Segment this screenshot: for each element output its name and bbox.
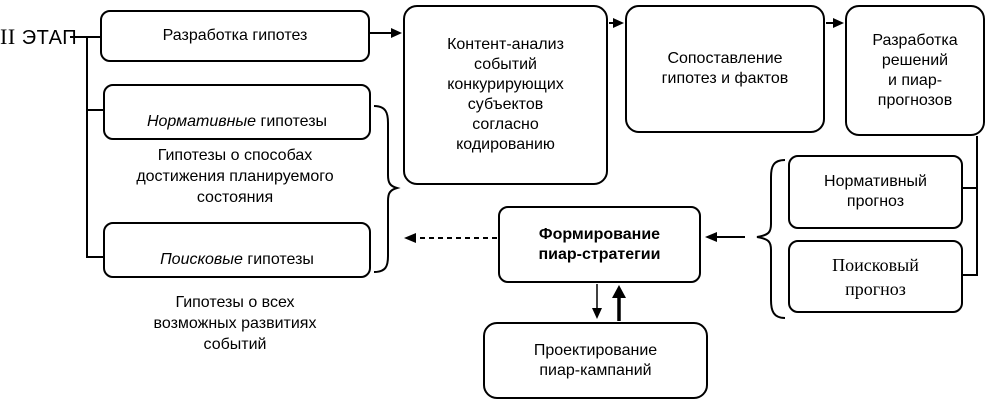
box-pr-strategy-formation-label: Формирование пиар-стратегии: [538, 225, 661, 263]
box-solutions-pr-forecasts-label: Разработка решений и пиар- прогнозов: [872, 31, 958, 109]
box-search-forecast: Поисковый прогноз: [788, 240, 963, 313]
arrow-campaigns-to-strategy-head: [612, 285, 626, 298]
box-normative-forecast-label: Нормативный прогноз: [824, 173, 927, 210]
box-normative-hypotheses-rest: гипотезы: [256, 113, 328, 130]
box-pr-campaign-design: Проектирование пиар-кампаний: [483, 322, 708, 399]
box-solutions-pr-forecasts: Разработка решений и пиар- прогнозов: [845, 5, 985, 136]
box-hypothesis-development-label: Разработка гипотез: [162, 27, 308, 44]
arrow-strategy-feedback-head: [404, 233, 416, 243]
box-pr-strategy-formation: Формирование пиар-стратегии: [498, 206, 701, 283]
arrow-forecasts-to-strategy-head: [705, 232, 717, 242]
box-hypothesis-development: Разработка гипотез: [100, 10, 370, 62]
box-hypotheses-facts-comparison: Сопоставление гипотез и фактов: [625, 5, 825, 133]
box-pr-campaign-design-label: Проектирование пиар-кампаний: [533, 341, 658, 379]
box-normative-hypotheses: Нормативные гипотезы: [103, 84, 371, 140]
box-normative-forecast: Нормативный прогноз: [788, 155, 963, 229]
box-content-analysis-label: Контент-анализ событий конкурирующих суб…: [447, 36, 564, 153]
box-search-hypotheses-italic: Поисковые: [160, 251, 243, 268]
stage-numeral: II: [0, 24, 16, 49]
forecasts-brace: [756, 159, 786, 319]
box-hypotheses-facts-comparison-label: Сопоставление гипотез и фактов: [661, 50, 789, 87]
box-search-forecast-label: Поисковый прогноз: [832, 254, 919, 299]
solutions-to-forecasts-line: [963, 136, 978, 276]
caption-all-developments-hypotheses: Гипотезы о всех возможных развитиях собы…: [153, 294, 317, 353]
arrow-strategy-to-campaigns-head: [592, 308, 602, 319]
stage-label: II ЭТАП: [0, 24, 77, 50]
stage-text: ЭТАП: [21, 27, 78, 49]
box-search-hypotheses-rest: гипотезы: [242, 251, 314, 268]
hypotheses-brace: [373, 105, 401, 273]
box-normative-hypotheses-italic: Нормативные: [146, 113, 257, 130]
box-search-hypotheses: Поисковые гипотезы: [103, 222, 371, 278]
arrow-analysis-to-comparison-head: [613, 18, 624, 28]
caption-planned-state-hypotheses: Гипотезы о способах достижения планируем…: [136, 147, 334, 206]
arrow-hypotheses-to-analysis-head: [391, 28, 402, 38]
box-content-analysis: Контент-анализ событий конкурирующих суб…: [403, 5, 608, 185]
arrow-comparison-to-solutions-head: [833, 18, 844, 28]
stage-bracket-line: [70, 36, 103, 258]
